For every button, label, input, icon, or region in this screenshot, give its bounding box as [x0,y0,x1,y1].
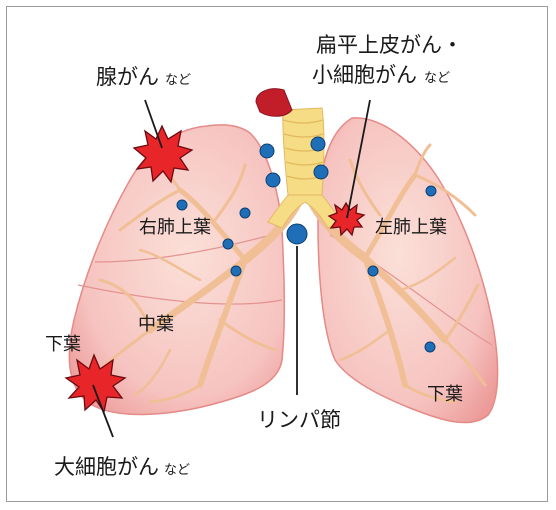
label-right-upper-lobe: 右肺上葉 [139,217,211,238]
label-lymph-node: リンパ節 [257,408,341,432]
lymph-node [223,239,233,249]
label-adenocarcinoma: 腺がん [96,65,159,89]
lymph-node [314,165,328,179]
label-left-upper-lobe: 左肺上葉 [375,217,447,238]
lymph-node [425,342,435,352]
lymph-node [240,208,250,218]
label-large-cell-suffix: など [164,463,190,478]
lymph-node [266,173,280,187]
label-adenocarcinoma-suffix: など [165,73,191,88]
label-squamous-suffix: など [424,71,450,86]
label-large-cell: 大細胞がん [54,455,159,479]
lymph-node [311,137,325,151]
label-left-lower-lobe: 下葉 [427,384,463,405]
lymph-node [231,266,241,276]
label-middle-lobe: 中葉 [138,314,174,335]
lymph-node [368,266,378,276]
label-squamous-line2: 小細胞がん [312,63,417,87]
label-squamous-line1: 扁平上皮がん・ [316,33,463,57]
lymph-node [287,224,307,244]
label-right-lower-lobe: 下葉 [45,334,81,355]
left-lung [318,118,498,423]
lymph-node [260,144,274,158]
lymph-node [177,200,187,210]
trachea-top [256,89,292,117]
lymph-node [426,186,436,196]
